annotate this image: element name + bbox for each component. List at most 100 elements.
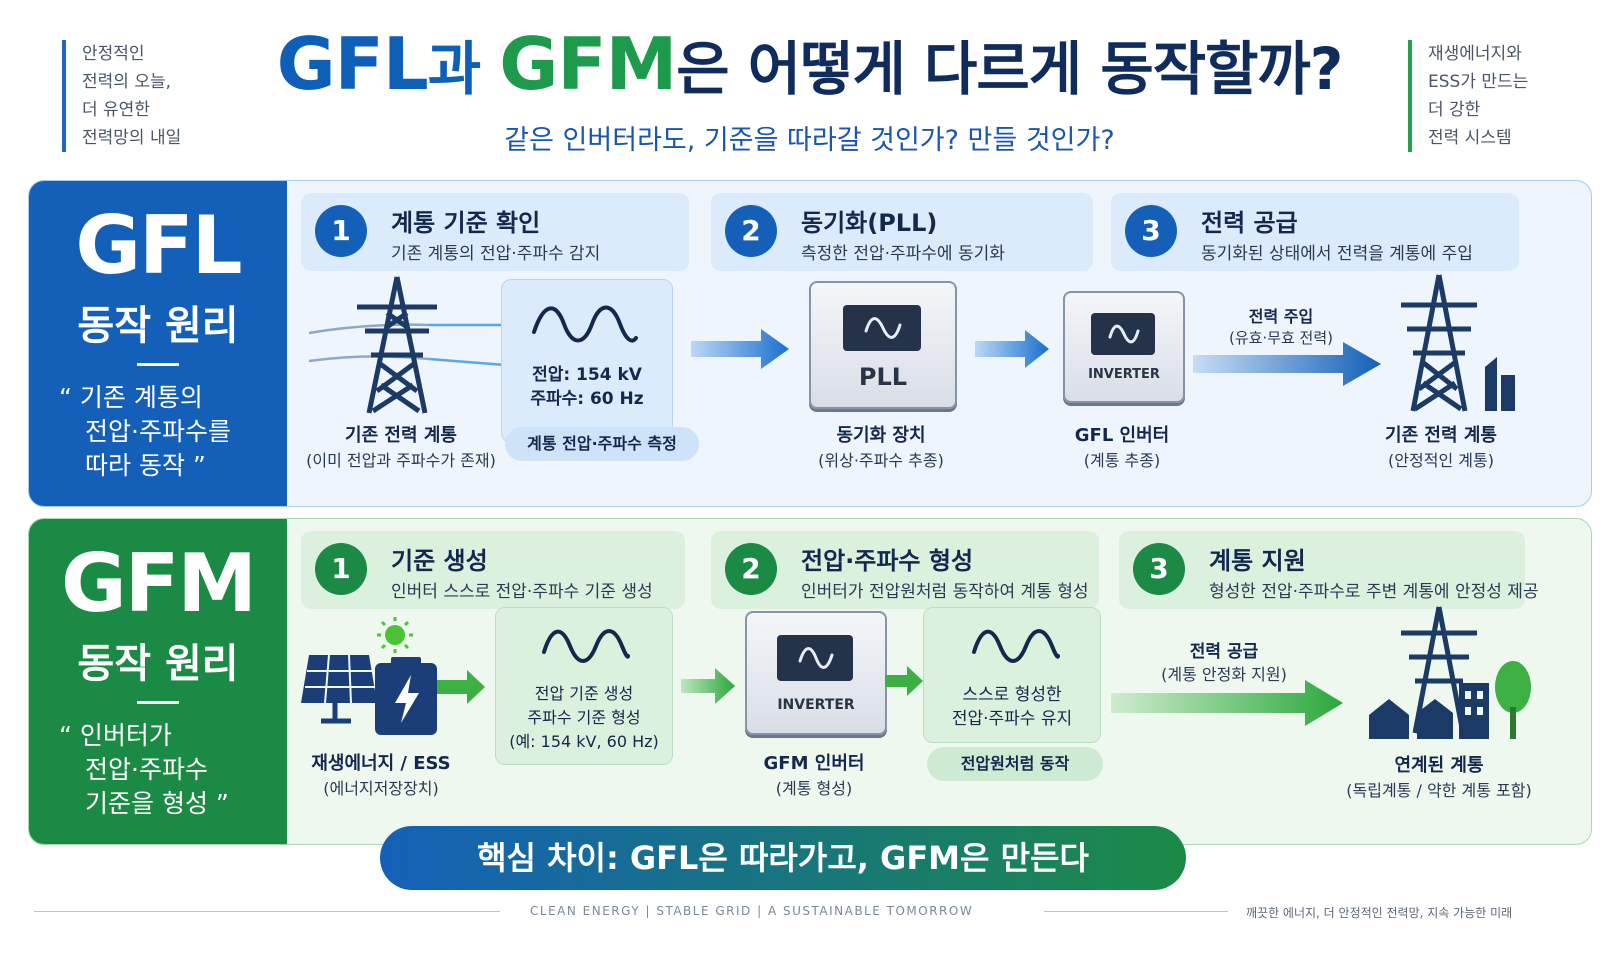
- arrow-right-icon: [691, 329, 789, 369]
- gfl-inverter-device: INVERTER: [1063, 291, 1185, 403]
- inject-desc: (유효·무효 전력): [1228, 329, 1334, 347]
- step-desc: 형성한 전압·주파수로 주변 계통에 안정성 제공: [1209, 582, 1539, 602]
- battery-icon: [375, 657, 437, 735]
- gfl-quote-line: “ 기존 계통의: [59, 383, 203, 412]
- left-note-line: 전력망의 내일: [82, 128, 182, 148]
- gfm-quote-line: “ 인버터가: [59, 721, 172, 750]
- footer-tagline: CLEAN ENERGY | STABLE GRID | A SUSTAINAB…: [530, 904, 974, 918]
- step-desc: 기존 계통의 전압·주파수 감지: [391, 244, 601, 264]
- supply-title: 전력 공급: [1189, 642, 1259, 662]
- grid-desc: (독립계통 / 약한 계통 포함): [1346, 781, 1532, 800]
- inject-title: 전력 주입: [1248, 307, 1314, 326]
- supply-desc: (계통 안정화 지원): [1161, 665, 1287, 684]
- arrow-right-icon: [681, 668, 735, 704]
- source-title: 재생에너지 / ESS: [311, 753, 451, 774]
- gfm-step-1: 1 기준 생성 인버터 스스로 전압·주파수 기준 생성: [301, 531, 685, 609]
- gfm-divider: [137, 701, 179, 704]
- gfm-subtitle: 동작 원리: [77, 641, 239, 687]
- step-number: 2: [725, 205, 777, 257]
- step-desc: 인버터 스스로 전압·주파수 기준 생성: [391, 582, 653, 602]
- step-title: 계통 기준 확인: [391, 209, 541, 237]
- step-number: 3: [1125, 205, 1177, 257]
- grid-dest-desc: (안정적인 계통): [1388, 451, 1494, 470]
- right-note-line: ESS가 만드는: [1428, 72, 1529, 92]
- gfl-divider: [137, 363, 179, 366]
- grid-title: 연계된 계통: [1394, 755, 1484, 776]
- gfl-quote-line: 따라 동작 ”: [85, 451, 206, 480]
- gfm-step-2: 2 전압·주파수 형성 인버터가 전압원처럼 동작하여 계통 형성: [711, 531, 1099, 609]
- key-difference-banner: 핵심 차이: GFL은 따라가고, GFM은 만든다: [380, 826, 1186, 890]
- step-title: 전력 공급: [1201, 209, 1298, 237]
- left-note-line: 전력의 오늘,: [82, 72, 172, 92]
- step-number: 2: [725, 543, 777, 595]
- gfm-quote-line: 전압·주파수: [85, 755, 208, 784]
- sine-wave-icon: [532, 305, 638, 343]
- inverter-label: INVERTER: [1088, 367, 1160, 382]
- gfm-section: GFM 동작 원리 “ 인버터가 전압·주파수 기준을 형성 ” 1 기준 생성…: [28, 518, 1592, 845]
- gfl-step-3: 3 전력 공급 동기화된 상태에서 전력을 계통에 주입: [1111, 193, 1519, 271]
- footer-divider: [34, 911, 500, 912]
- gfl-inverter-title: GFL 인버터: [1074, 425, 1170, 446]
- solar-panel-icon: [301, 617, 413, 724]
- source-desc: (에너지저장장치): [323, 779, 439, 798]
- sine-wave-icon: [972, 629, 1060, 663]
- gfl-sidebar: GFL 동작 원리 “ 기존 계통의 전압·주파수를 따라 동작 ”: [29, 181, 287, 506]
- left-note: 안정적인 전력의 오늘, 더 유연한 전력망의 내일: [62, 40, 181, 152]
- arrow-right-icon: [975, 330, 1049, 368]
- gfl-section: GFL 동작 원리 “ 기존 계통의 전압·주파수를 따라 동작 ” 1 계통 …: [28, 180, 1592, 507]
- measure-frequency: 주파수: 60 Hz: [530, 389, 644, 409]
- right-note-line: 전력 시스템: [1428, 128, 1512, 148]
- grid-source-desc: (이미 전압과 주파수가 존재): [306, 451, 496, 470]
- maintain-panel: 스스로 형성한 전압·주파수 유지: [923, 607, 1101, 743]
- maintain-line: 스스로 형성한: [962, 685, 1062, 705]
- step-number: 1: [315, 205, 367, 257]
- sine-wave-icon: [542, 629, 630, 663]
- arrow-right-icon: [437, 670, 485, 704]
- gfl-step-1: 1 계통 기준 확인 기존 계통의 전압·주파수 감지: [301, 193, 689, 271]
- gfl-subtitle: 동작 원리: [77, 303, 239, 349]
- measure-voltage: 전압: 154 kV: [532, 365, 642, 385]
- inverter-screen: [777, 635, 853, 681]
- step-title: 전압·주파수 형성: [801, 547, 974, 575]
- step-title: 기준 생성: [391, 547, 488, 575]
- arrow-right-icon: [1111, 680, 1343, 726]
- left-note-line: 안정적인: [82, 44, 145, 64]
- gfl-quote: “ 기존 계통의 전압·주파수를 따라 동작 ”: [59, 381, 279, 483]
- gfm-inverter-title: GFM 인버터: [763, 753, 865, 774]
- title-gfl: GFL: [276, 22, 429, 106]
- right-note-line: 더 강한: [1428, 100, 1481, 120]
- maintain-pill: 전압원처럼 동작: [927, 747, 1103, 781]
- gfm-name: GFM: [61, 537, 257, 630]
- right-note: 재생에너지와 ESS가 만드는 더 강한 전력 시스템: [1408, 40, 1528, 152]
- pll-label: PLL: [858, 363, 908, 391]
- gfl-step-2: 2 동기화(PLL) 측정한 전압·주파수에 동기화: [711, 193, 1093, 271]
- pll-desc: (위상·주파수 추종): [818, 451, 944, 470]
- reference-line: 전압 기준 생성: [534, 684, 634, 703]
- step-desc: 측정한 전압·주파수에 동기화: [801, 244, 1005, 264]
- measure-pill: 계통 전압·주파수 측정: [505, 427, 699, 461]
- title-mid: 과: [427, 35, 500, 103]
- right-note-line: 재생에너지와: [1428, 44, 1522, 64]
- step-desc: 인버터가 전압원처럼 동작하여 계통 형성: [801, 582, 1089, 602]
- pll-title: 동기화 장치: [836, 425, 926, 446]
- step-title: 계통 지원: [1209, 547, 1306, 575]
- gfm-inverter-device: INVERTER: [745, 611, 887, 735]
- measurement-panel: 전압: 154 kV 주파수: 60 Hz: [501, 279, 673, 443]
- footer-right: 깨끗한 에너지, 더 안정적인 전력망, 지속 가능한 미래: [1246, 906, 1513, 920]
- reference-line: 주파수 기준 형성: [527, 708, 641, 727]
- transmission-tower-icon: [1401, 274, 1515, 412]
- sine-wave-icon: [864, 317, 902, 339]
- footer-divider: [1044, 911, 1228, 912]
- gfm-step-3: 3 계통 지원 형성한 전압·주파수로 주변 계통에 안정성 제공: [1119, 531, 1539, 609]
- transmission-tower-icon: [308, 276, 506, 414]
- page-subtitle: 같은 인버터라도, 기준을 따라갈 것인가? 만들 것인가?: [504, 125, 1115, 156]
- connected-grid-icon: [1369, 606, 1531, 739]
- sine-wave-icon: [798, 647, 834, 669]
- gfl-quote-line: 전압·주파수를: [85, 417, 231, 446]
- sine-wave-icon: [1108, 324, 1140, 344]
- inverter-label: INVERTER: [777, 697, 855, 713]
- inverter-screen: [1091, 313, 1155, 355]
- arrow-right-icon: [885, 666, 923, 696]
- step-number: 1: [315, 543, 367, 595]
- pll-screen: [843, 305, 921, 351]
